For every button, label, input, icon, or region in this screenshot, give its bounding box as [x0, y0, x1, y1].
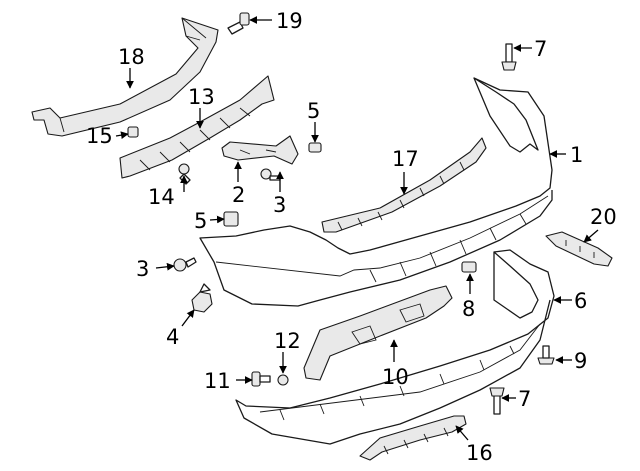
callout-7-lower: 7 — [518, 387, 531, 411]
part-6-lower-valance — [235, 249, 555, 445]
part-4-retainer — [191, 283, 213, 313]
callout-15: 15 — [86, 124, 113, 148]
part-3-bolt-left — [173, 257, 197, 272]
leader-5b — [209, 215, 225, 224]
part-18-reinforcement-bar — [31, 17, 219, 137]
leader-3b — [155, 262, 175, 271]
callout-12: 12 — [274, 329, 301, 353]
callout-20: 20 — [590, 205, 617, 229]
part-2-bracket — [221, 135, 299, 165]
part-7-pin-lower — [489, 387, 505, 415]
callout-2: 2 — [232, 183, 245, 207]
part-10-absorber — [303, 285, 453, 381]
part-7-pin-upper — [501, 43, 517, 71]
callout-18: 18 — [118, 45, 145, 69]
callout-14: 14 — [148, 185, 175, 209]
leader-15 — [115, 131, 129, 140]
callout-11: 11 — [204, 369, 231, 393]
callout-7-upper: 7 — [534, 37, 547, 61]
part-5-clip-lower — [223, 211, 239, 227]
callout-6: 6 — [574, 289, 587, 313]
part-12-washer — [277, 374, 289, 386]
leader-lines — [115, 16, 599, 441]
part-5-clip-upper — [308, 142, 322, 153]
part-3-bolt-upper — [260, 168, 281, 181]
callout-4: 4 — [166, 325, 179, 349]
callout-13: 13 — [188, 85, 215, 109]
part-19-bolt — [227, 12, 250, 35]
callout-9: 9 — [574, 349, 587, 373]
leader-20 — [583, 229, 599, 243]
callout-16: 16 — [466, 441, 493, 465]
callout-17: 17 — [392, 147, 419, 171]
part-20-reflector — [545, 231, 613, 267]
callout-5-upper: 5 — [307, 99, 320, 123]
part-9-pin — [537, 345, 555, 365]
callout-labels: 18 19 13 15 14 2 3 5 5 7 1 17 20 3 4 8 6… — [86, 9, 617, 465]
part-17-step-pad — [321, 137, 487, 233]
callout-8: 8 — [462, 297, 475, 321]
callout-19: 19 — [276, 9, 303, 33]
leader-16 — [455, 425, 469, 441]
part-16-lower-trim — [359, 415, 467, 461]
callout-5-lower: 5 — [194, 209, 207, 233]
callout-3-upper: 3 — [273, 193, 286, 217]
part-11-screw — [251, 371, 271, 387]
leader-4 — [181, 309, 195, 327]
part-1-bumper-cover — [199, 77, 553, 307]
callout-3-lower: 3 — [136, 257, 149, 281]
part-8-clip — [461, 261, 477, 273]
callout-1: 1 — [570, 143, 583, 167]
callout-10: 10 — [382, 365, 409, 389]
part-15-clip — [127, 126, 139, 138]
